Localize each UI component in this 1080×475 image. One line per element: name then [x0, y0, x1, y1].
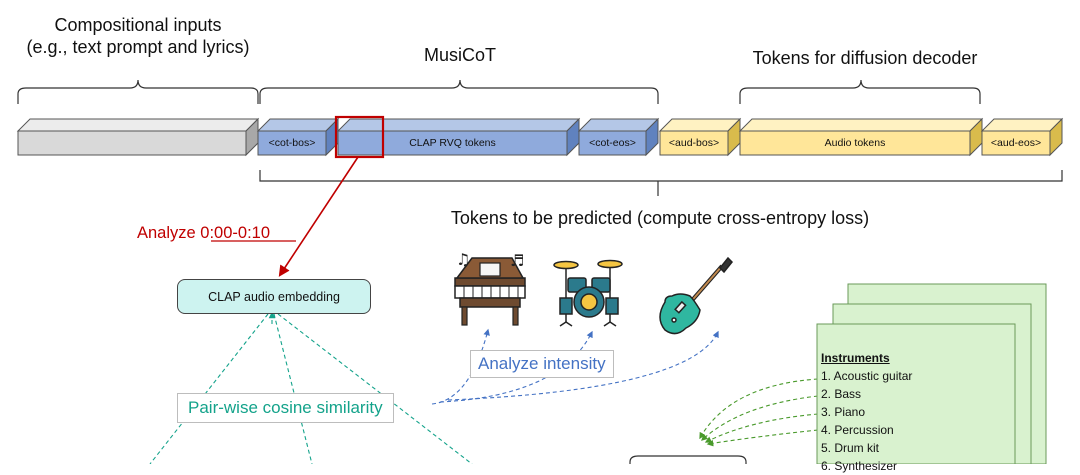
compositional-label-line1: Compositional inputs: [54, 15, 222, 35]
analyze-arrow: [278, 156, 359, 277]
similarity-pill: Pair-wise cosine similarity: [177, 393, 394, 423]
token-aud-eos: [980, 117, 1064, 157]
instrument-arrows: [699, 378, 819, 447]
compositional-label-line2: (e.g., text prompt and lyrics): [26, 37, 250, 57]
bottom-box-edge: [629, 455, 747, 464]
analyze-label: Analyze 0:00-0:10: [137, 224, 270, 243]
compositional-label: Compositional inputs (e.g., text prompt …: [0, 14, 276, 58]
token-aud-eos-label: <aud-eos>: [990, 137, 1042, 149]
instrument-item: 1. Acoustic guitar: [821, 369, 913, 383]
brace-predicted: [259, 170, 1063, 196]
brace-diffusion: [739, 79, 981, 104]
token-audio: [738, 117, 984, 157]
analyze-range: 0:00-0:10: [200, 224, 271, 242]
token-clap-rvq-label: CLAP RVQ tokens: [409, 137, 496, 149]
token-cot-eos: [577, 117, 660, 157]
highlight-box: [334, 115, 385, 159]
diffusion-label: Tokens for diffusion decoder: [752, 48, 978, 68]
svg-text:♫: ♫: [456, 250, 470, 269]
token-cot-bos-label: <cot-bos>: [268, 137, 316, 149]
clap-embedding-box: CLAP audio embedding: [177, 279, 371, 314]
token-cot-eos-label: <cot-eos>: [589, 137, 636, 149]
electric-guitar-icon: [659, 256, 734, 335]
instrument-item: 3. Piano: [821, 405, 866, 419]
drum-kit-icon: [553, 259, 623, 327]
token-aud-bos-label: <aud-bos>: [668, 137, 720, 149]
instrument-item: 4. Percussion: [821, 423, 894, 437]
similarity-arrows: [149, 311, 473, 464]
token-text-inputs: [16, 117, 260, 157]
svg-text:♬: ♬: [510, 251, 524, 270]
intensity-arrows: [431, 328, 719, 405]
intensity-pill: Analyze intensity: [470, 350, 614, 378]
instruments-list: Instruments 1. Acoustic guitar 2. Bass 3…: [821, 349, 912, 475]
token-audio-label: Audio tokens: [824, 137, 886, 149]
instrument-card-stack: [816, 283, 1047, 464]
token-aud-bos: [658, 117, 742, 157]
brace-musicot: [259, 79, 659, 104]
piano-icon: ♫ ♬: [454, 250, 526, 326]
instrument-item: 2. Bass: [821, 387, 862, 401]
instruments-heading: Instruments: [821, 351, 890, 365]
instrument-item: 5. Drum kit: [821, 441, 880, 455]
brace-compositional: [17, 79, 259, 104]
token-clap-rvq: [336, 117, 581, 157]
predicted-label: Tokens to be predicted (compute cross-en…: [450, 208, 870, 228]
instrument-item: 6. Synthesizer: [821, 459, 898, 473]
musicot-label: MusiCoT: [423, 45, 496, 65]
analyze-prefix: Analyze: [137, 224, 201, 242]
